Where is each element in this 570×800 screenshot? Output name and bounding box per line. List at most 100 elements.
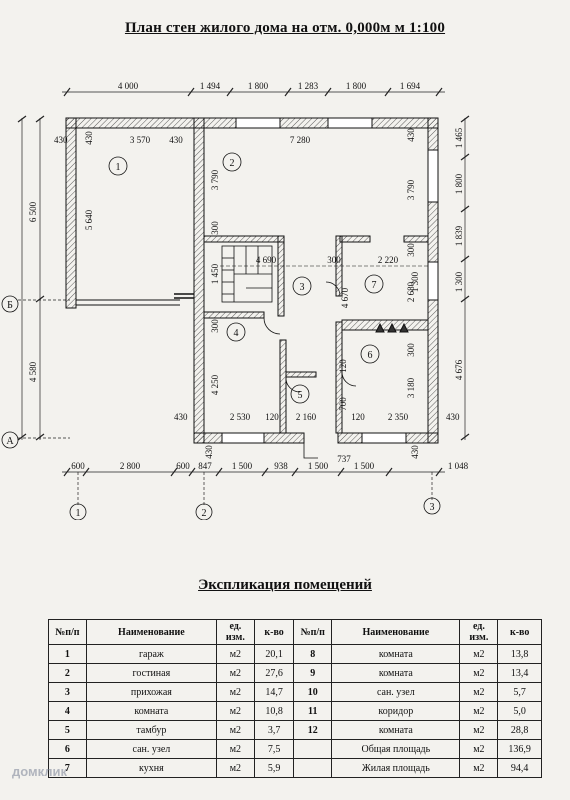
table-cell: м2 bbox=[459, 739, 499, 759]
dim-label: 1 800 bbox=[248, 81, 269, 91]
col-header: ед. изм. bbox=[215, 619, 255, 645]
dim-label: 1 500 bbox=[232, 461, 253, 471]
walls bbox=[65, 117, 439, 459]
table-cell: 1 bbox=[48, 644, 87, 664]
dim-label: 1 283 bbox=[298, 81, 319, 91]
dim-label: 4 580 bbox=[28, 361, 38, 382]
table-cell: 10 bbox=[293, 682, 333, 702]
table-cell: 5 bbox=[48, 720, 87, 740]
table-cell: м2 bbox=[215, 663, 255, 683]
dim-label: 2 220 bbox=[378, 255, 399, 265]
table-cell: м2 bbox=[215, 701, 255, 721]
dim-label: 6 500 bbox=[28, 201, 38, 222]
room-markers bbox=[108, 152, 384, 404]
dim-label: 1 800 bbox=[346, 81, 367, 91]
room-number-labels: 1 2 3 4 5 6 7 bbox=[116, 158, 377, 401]
dim-label: 1 048 bbox=[448, 461, 469, 471]
top-dimensions: 4 000 1 494 1 800 1 283 1 800 1 694 bbox=[118, 81, 421, 91]
table-cell: 6 bbox=[48, 739, 87, 759]
col-header: №п/п bbox=[293, 619, 333, 645]
table-cell: 2 bbox=[48, 663, 87, 683]
dim-label: 120 bbox=[338, 359, 348, 373]
dim-label: 938 bbox=[274, 461, 288, 471]
dim-label: 1 450 bbox=[210, 263, 220, 284]
axis-markers bbox=[1, 295, 441, 520]
inner-dimensions: 430 430 3 570 430 7 280 430 5 640 3 790 … bbox=[54, 128, 460, 464]
dim-label: 430 bbox=[446, 412, 460, 422]
dim-label: 430 bbox=[174, 412, 188, 422]
dim-label: 3 790 bbox=[210, 169, 220, 190]
room-number: 4 bbox=[234, 328, 239, 339]
table-cell: м2 bbox=[459, 758, 499, 778]
room-number: 5 bbox=[298, 390, 303, 401]
table-cell: 20,1 bbox=[253, 644, 295, 664]
room-number: 6 bbox=[368, 350, 373, 361]
table-cell: 8 bbox=[293, 644, 333, 664]
floor-plan: 1 2 3 4 5 6 7 1 2 3 Б А 4 000 1 494 1 80… bbox=[1, 81, 470, 520]
col-header: №п/п bbox=[48, 619, 87, 645]
room-number: 2 bbox=[230, 158, 235, 169]
axis-label: Б bbox=[7, 300, 13, 311]
bottom-dimensions: 600 2 800 600 847 1 500 938 1 500 1 500 … bbox=[71, 461, 468, 471]
table-cell: м2 bbox=[459, 701, 499, 721]
dim-label: 3 180 bbox=[406, 377, 416, 398]
dim-label: 1 300 bbox=[454, 271, 464, 292]
dim-label: 1 694 bbox=[400, 81, 421, 91]
dim-label: 2 350 bbox=[388, 412, 409, 422]
table-cell: сан. узел bbox=[85, 739, 217, 759]
table-cell: м2 bbox=[215, 720, 255, 740]
dim-label: 3 570 bbox=[130, 135, 151, 145]
table-cell: Жилая площадь bbox=[331, 758, 461, 778]
room-number: 1 bbox=[116, 162, 121, 173]
table-cell: 13,4 bbox=[497, 663, 542, 683]
dim-label: 7 280 bbox=[290, 135, 311, 145]
dim-label: 300 bbox=[210, 319, 220, 333]
dim-label: 1 800 bbox=[454, 173, 464, 194]
dim-label: 1 500 bbox=[308, 461, 329, 471]
dim-label: 3 790 bbox=[406, 179, 416, 200]
right-dimensions: 1 465 1 800 1 839 1 300 4 676 bbox=[454, 127, 464, 380]
table-cell: 4 bbox=[48, 701, 87, 721]
dim-label: 430 bbox=[54, 135, 68, 145]
dim-label: 2 680 bbox=[406, 281, 416, 302]
table-cell: 94,4 bbox=[497, 758, 542, 778]
table-cell: коридор bbox=[331, 701, 461, 721]
dim-label: 430 bbox=[84, 131, 94, 145]
dim-label: 4 250 bbox=[210, 374, 220, 395]
explication-title: Экспликация помещений bbox=[198, 577, 372, 593]
table-cell: тамбур bbox=[85, 720, 217, 740]
table-cell: 11 bbox=[293, 701, 333, 721]
explication-table: №п/п Наименование ед. изм. к-во №п/п Наи… bbox=[48, 619, 542, 778]
table-cell: 3 bbox=[48, 682, 87, 702]
dim-label: 4 690 bbox=[256, 255, 277, 265]
table-cell: м2 bbox=[459, 720, 499, 740]
table-cell: 5,9 bbox=[253, 758, 295, 778]
dim-label: 1 500 bbox=[354, 461, 375, 471]
dim-label: 1 465 bbox=[454, 127, 464, 148]
table-cell: м2 bbox=[459, 644, 499, 664]
axis-label: А bbox=[6, 436, 14, 447]
table-cell: гараж bbox=[85, 644, 217, 664]
table-cell: м2 bbox=[215, 682, 255, 702]
table-cell: Общая площадь bbox=[331, 739, 461, 759]
table-cell: м2 bbox=[459, 663, 499, 683]
table-cell: 3,7 bbox=[253, 720, 295, 740]
table-cell: 9 bbox=[293, 663, 333, 683]
axis-label: 1 bbox=[76, 508, 81, 519]
dim-label: 2 800 bbox=[120, 461, 141, 471]
table-cell: 28,8 bbox=[497, 720, 542, 740]
dim-label: 120 bbox=[265, 412, 279, 422]
col-header: Наименование bbox=[331, 619, 461, 645]
table-cell: 5,0 bbox=[497, 701, 542, 721]
dim-label: 430 bbox=[169, 135, 183, 145]
table-cell: комната bbox=[85, 701, 217, 721]
dim-label: 1 300 bbox=[410, 271, 420, 292]
table-cell: кухня bbox=[85, 758, 217, 778]
table-cell: м2 bbox=[215, 644, 255, 664]
